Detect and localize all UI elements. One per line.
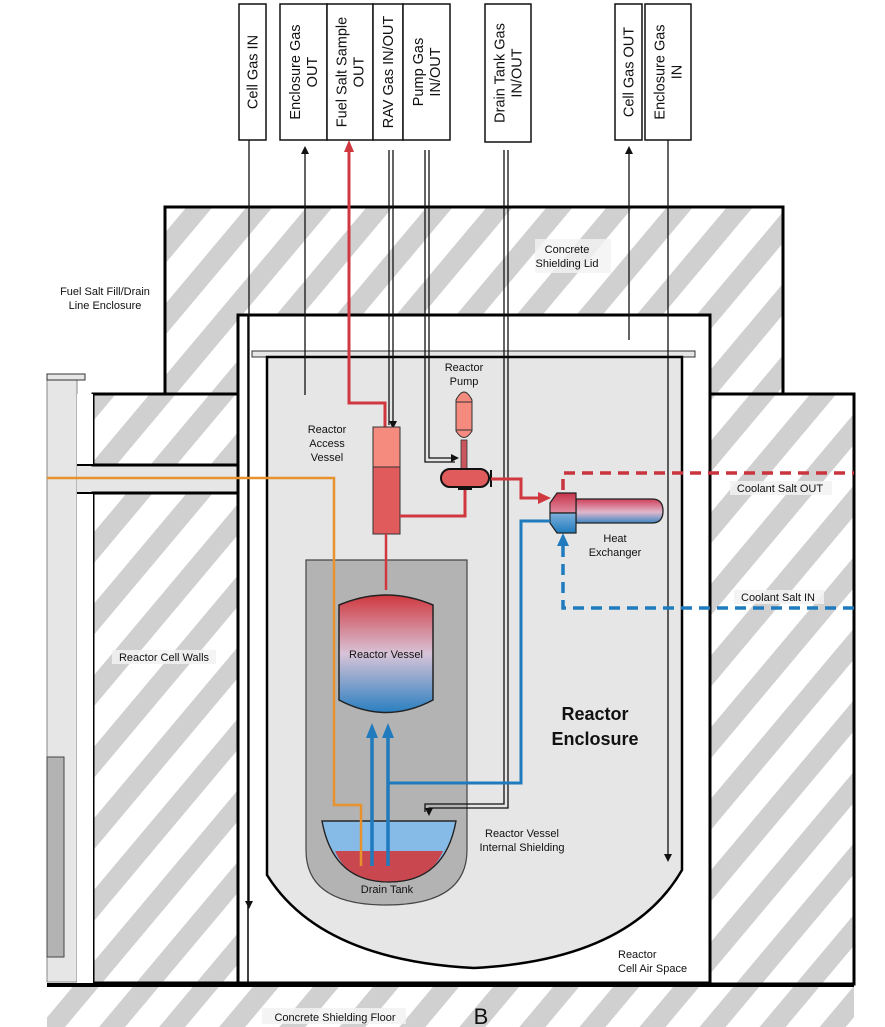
label-air-space-line1: Reactor: [618, 949, 657, 961]
label-fill-drain-line2: Line Enclosure: [69, 300, 142, 312]
label-coolant-in: Coolant Salt IN: [734, 590, 824, 604]
gas-box-label: RAV Gas IN/OUT: [381, 16, 397, 129]
reactor-cell-wall-left-upper: [77, 392, 267, 467]
label-reactor-pump-line1: Reactor: [445, 362, 484, 374]
label-reactor-enclosure: Reactor Enclosure: [551, 704, 638, 749]
label-coolant-in-text: Coolant Salt IN: [741, 592, 815, 604]
label-internal-shielding-line1: Reactor Vessel: [485, 828, 559, 840]
gas-box-frame: [644, 3, 692, 141]
label-concrete-floor-text: Concrete Shielding Floor: [274, 1012, 395, 1024]
label-cell-walls-text: Reactor Cell Walls: [119, 652, 210, 664]
label-concrete-lid-line2: Shielding Lid: [536, 258, 599, 270]
label-coolant-out-text: Coolant Salt OUT: [737, 483, 823, 495]
pump-gas-line-b: [428, 150, 459, 462]
gas-box-frame: [279, 3, 328, 141]
coolant-salt-out-line: [561, 471, 854, 490]
label-reactor-enclosure-line1: Reactor: [561, 704, 628, 724]
gas-box-frame: [238, 3, 267, 141]
label-concrete-lid-line1: Concrete: [545, 244, 590, 256]
gas-box-frame: [402, 3, 451, 141]
reactor-access-vessel: [372, 426, 401, 590]
fuel-salt-sample-line: [344, 140, 387, 430]
label-air-space-line2: Cell Air Space: [618, 963, 687, 975]
gas-box-cell-gas-in: Cell Gas IN: [238, 3, 267, 141]
label-reactor-enclosure-line2: Enclosure: [551, 729, 638, 749]
label-access-vessel-line1: Reactor: [308, 424, 347, 436]
label-internal-shielding-line2: Internal Shielding: [479, 842, 564, 854]
fill-drain-line: [47, 476, 363, 866]
label-fill-drain: Fuel Salt Fill/Drain Line Enclosure: [60, 286, 150, 312]
label-reactor-pump: Reactor Pump: [445, 362, 484, 388]
label-concrete-floor: Concrete Shielding Floor: [262, 1008, 406, 1024]
pump-discharge-line: [491, 477, 551, 504]
label-cell-walls: Reactor Cell Walls: [112, 650, 216, 664]
label-reactor-vessel: Reactor Vessel: [349, 649, 423, 661]
drain-risers: [366, 723, 394, 866]
label-heat-exchanger-line1: Heat: [603, 533, 626, 545]
label-fill-drain-line1: Fuel Salt Fill/Drain: [60, 286, 150, 298]
gas-box-label: OUT: [305, 57, 321, 88]
gas-box-label: IN: [670, 65, 686, 80]
gas-box-frame: [326, 3, 374, 141]
label-drain-tank: Drain Tank: [361, 884, 414, 896]
gas-box-label: IN/OUT: [428, 47, 444, 96]
gas-box-label: OUT: [352, 57, 368, 88]
reactor-vessel: [338, 594, 434, 714]
pump-suction-line: [400, 490, 467, 518]
heat-exchanger: [549, 492, 664, 534]
gas-box-label: Enclosure Gas: [653, 24, 669, 119]
gas-box-frame: [484, 3, 532, 143]
pump-gas-line-a: [424, 150, 455, 463]
gas-box-label: Enclosure Gas: [288, 24, 304, 119]
label-access-vessel-line2: Access: [309, 438, 345, 450]
reactor-pump: [440, 391, 492, 488]
gas-box-cell-gas-out: Cell Gas OUT: [614, 3, 643, 141]
gas-box-label: Cell Gas IN: [246, 35, 262, 109]
gas-box-frame: [614, 3, 643, 141]
label-air-space: Reactor Cell Air Space: [618, 949, 687, 975]
label-coolant-out: Coolant Salt OUT: [730, 481, 832, 495]
gas-box-label: Pump Gas: [411, 38, 427, 107]
gas-box-label: Drain Tank Gas: [493, 23, 509, 123]
label-access-vessel-line3: Vessel: [311, 452, 343, 464]
coolant-salt-in-line: [557, 533, 854, 610]
gas-box-rav-gas-in-out: RAV Gas IN/OUT: [372, 3, 404, 141]
label-heat-exchanger: Heat Exchanger: [589, 533, 642, 559]
gas-box-label: Fuel Salt Sample: [335, 17, 351, 127]
label-concrete-lid: Concrete Shielding Lid: [535, 239, 611, 273]
gas-box-label: Cell Gas OUT: [622, 27, 638, 117]
label-heat-exchanger-line2: Exchanger: [589, 547, 642, 559]
gas-box-label: IN/OUT: [510, 48, 526, 97]
reactor-cell-wall-left: [77, 491, 267, 985]
figure-letter: B: [474, 1004, 489, 1027]
gas-lines: [245, 140, 672, 909]
label-reactor-pump-line2: Pump: [450, 376, 479, 388]
label-access-vessel: Reactor Access Vessel: [308, 424, 347, 464]
label-internal-shielding: Reactor Vessel Internal Shielding: [479, 828, 564, 854]
cold-leg-line: [388, 519, 550, 785]
concrete-floor: [47, 983, 854, 1027]
